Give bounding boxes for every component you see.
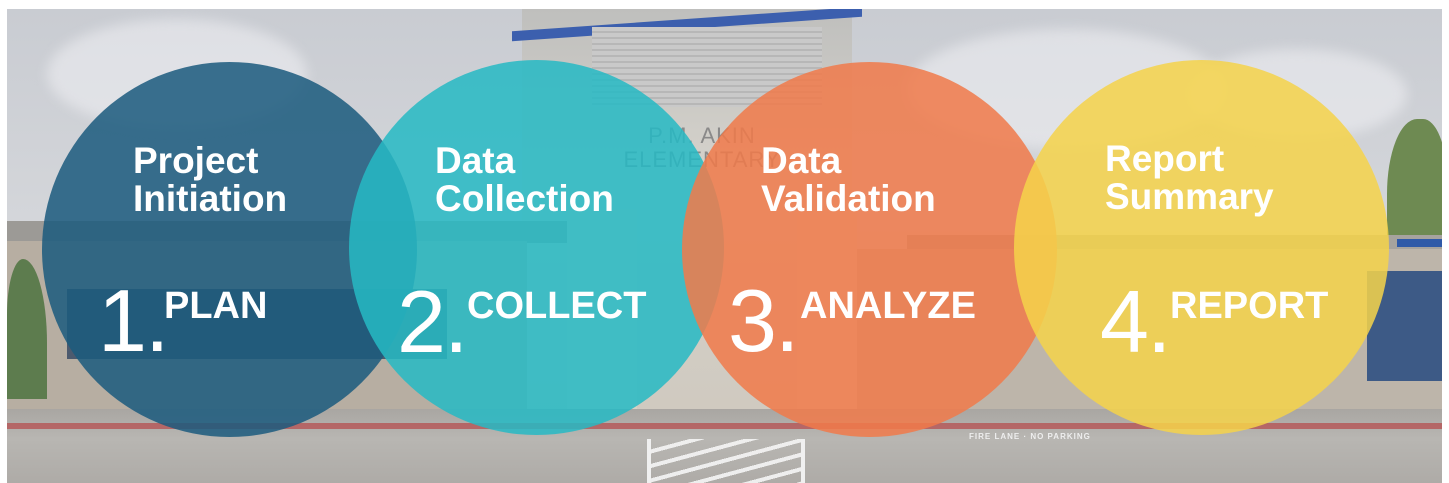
step-title: Data Validation	[761, 142, 936, 218]
fire-lane-marking: FIRE LANE · NO PARKING	[969, 432, 1091, 441]
step-title-line-2: Validation	[761, 178, 936, 219]
roof-trim	[1397, 239, 1442, 247]
step-action-label: ANALYZE	[800, 285, 976, 327]
step-title-line-2: Collection	[435, 178, 614, 219]
step-action-label: COLLECT	[467, 285, 647, 327]
step-title: Project Initiation	[133, 142, 287, 218]
step-circle-report: Report Summary 4. REPORT	[1014, 60, 1389, 435]
step-number: 2.	[397, 272, 468, 371]
step-number: 3.	[728, 271, 799, 370]
step-circle-collect: Data Collection 2. COLLECT	[349, 60, 724, 435]
red-curb	[7, 423, 1442, 429]
step-number: 4.	[1100, 272, 1171, 371]
step-action-label: PLAN	[164, 285, 268, 327]
step-title-line-1: Project	[133, 140, 259, 181]
step-title: Report Summary	[1105, 140, 1274, 216]
step-title-line-2: Summary	[1105, 176, 1274, 217]
step-title-line-1: Data	[761, 140, 842, 181]
step-title-line-1: Data	[435, 140, 516, 181]
step-action-label: REPORT	[1170, 285, 1329, 327]
crosswalk	[647, 439, 805, 483]
step-title-line-2: Initiation	[133, 178, 288, 219]
step-circle-analyze: Data Validation 3. ANALYZE	[682, 62, 1057, 437]
step-circle-plan: Project Initiation 1. PLAN	[42, 62, 417, 437]
step-number: 1.	[98, 271, 169, 370]
step-title: Data Collection	[435, 142, 614, 218]
step-title-line-1: Report	[1105, 138, 1225, 179]
